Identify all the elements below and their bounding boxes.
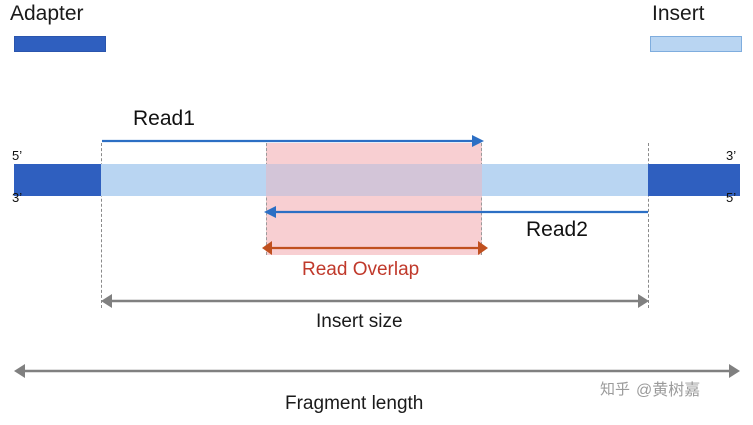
legend-insert-swatch [650, 36, 742, 52]
read-overlap-region [266, 143, 482, 255]
read1-label: Read1 [133, 107, 195, 130]
read-overlap-label: Read Overlap [302, 259, 420, 280]
overlap-strand-tint [266, 164, 482, 196]
strand-label-top-right: 3’ [726, 148, 737, 163]
strand-top-insert-bar [101, 164, 648, 180]
zhihu-logo-icon: 知乎 [600, 380, 631, 398]
strand-label-bottom-left: 3’ [12, 190, 23, 205]
legend-insert-label: Insert [652, 2, 705, 25]
fragment-length-label: Fragment length [285, 393, 424, 414]
legend-adapter-swatch [14, 36, 106, 52]
fragment-length-arrow [14, 364, 740, 378]
strand-label-top-left: 5’ [12, 148, 23, 163]
strand-label-bottom-right: 5’ [726, 190, 737, 205]
legend-adapter-label: Adapter [10, 2, 84, 25]
strand-bottom-insert-bar [101, 180, 648, 196]
read1-arrow [102, 135, 484, 147]
read2-arrow [264, 206, 648, 218]
read-overlap-arrow [262, 241, 488, 255]
read2-label: Read2 [526, 218, 588, 241]
guide-right-insert-boundary [648, 143, 649, 308]
watermark-username: @黄树嘉 [636, 382, 701, 399]
insert-size-label: Insert size [316, 311, 403, 332]
guide-left-insert-boundary [101, 143, 102, 308]
insert-size-arrow [101, 294, 649, 308]
watermark: 知乎 @黄树嘉 [600, 376, 700, 400]
